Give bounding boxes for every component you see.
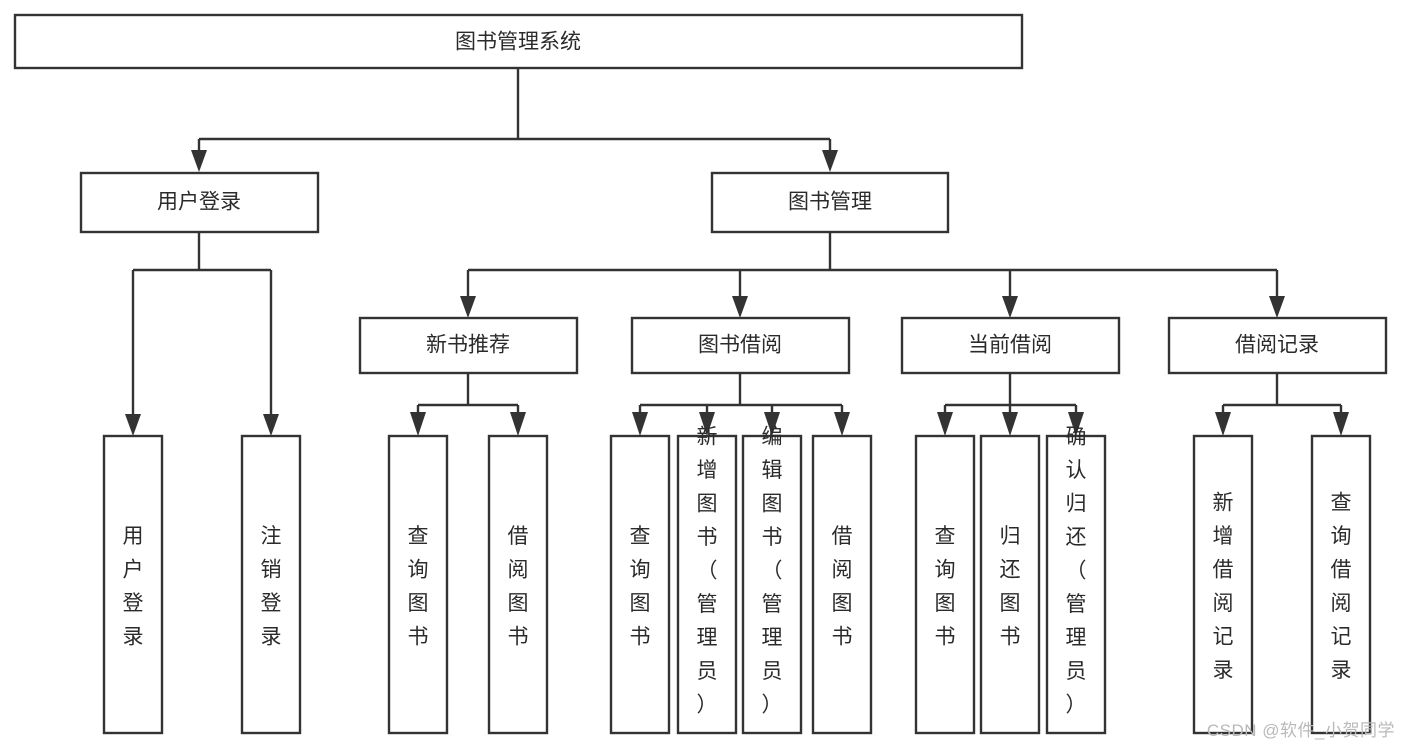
node-leaf-edit-book-label: 编辑图书（管理员） [762, 426, 783, 717]
node-new-book-rec-box[interactable] [358, 316, 579, 375]
node-leaf-query-book-1-label: 查询图书 [408, 525, 429, 649]
node-leaf-confirm-return-label: 确认归还（管理员） [1066, 426, 1087, 717]
node-leaf-add-book-box[interactable] [676, 434, 738, 735]
node-root-label: 图书管理系统 [455, 31, 581, 54]
node-book-manage-label: 图书管理 [788, 191, 872, 214]
csdn-watermark: CSDN @软件_小贺同学 [1206, 721, 1395, 740]
node-leaf-edit-book[interactable]: 编辑图书（管理员） [741, 426, 803, 735]
node-leaf-borrow-book-1-label: 借阅图书 [508, 525, 529, 649]
node-leaf-borrow-book-2[interactable]: 借阅图书 [811, 434, 873, 735]
node-leaf-query-book-1-box[interactable] [387, 434, 449, 735]
arrowhead-to-book-manage [822, 150, 838, 172]
arrowhead-to-borrow-record [1269, 296, 1285, 318]
arrowhead-to-new-book-rec [460, 296, 476, 318]
node-leaf-query-book-3-box[interactable] [914, 434, 976, 735]
arrowhead-to-current-borrow [1002, 296, 1018, 318]
connector-borrowrecord-bus [1221, 373, 1343, 427]
node-borrow-record[interactable]: 借阅记录 [1167, 316, 1388, 375]
node-book-borrow-label: 图书借阅 [698, 334, 782, 357]
node-root-box[interactable] [13, 13, 1024, 70]
node-leaf-borrow-book-1[interactable]: 借阅图书 [487, 434, 549, 735]
node-user-login-label: 用户登录 [157, 191, 241, 214]
node-leaf-query-book-3[interactable]: 查询图书 [914, 434, 976, 735]
node-leaf-query-book-2-label: 查询图书 [630, 525, 651, 649]
arrowhead-leaf-user-logout [263, 414, 279, 436]
node-borrow-record-label: 借阅记录 [1235, 334, 1319, 357]
connector-root-to-level1 [197, 68, 832, 163]
node-current-borrow-label: 当前借阅 [968, 334, 1052, 357]
node-leaf-confirm-return[interactable]: 确认归还（管理员） [1045, 426, 1107, 735]
node-leaf-borrow-book-2-label: 借阅图书 [832, 525, 853, 649]
node-user-login-box[interactable] [79, 171, 320, 234]
node-book-borrow-box[interactable] [630, 316, 851, 375]
node-leaf-borrow-book-1-box[interactable] [487, 434, 549, 735]
node-current-borrow-box[interactable] [900, 316, 1121, 375]
arrowhead-leaf-query-book-3 [937, 412, 953, 436]
node-new-book-rec-label: 新书推荐 [426, 334, 510, 357]
node-leaf-query-record[interactable]: 查询借阅记录 [1310, 434, 1372, 735]
arrowhead-leaf-query-book-1 [410, 412, 426, 436]
node-leaf-user-logout[interactable]: 注销登录 [240, 434, 302, 735]
node-borrow-record-box[interactable] [1167, 316, 1388, 375]
connector-newbookrec-bus [416, 373, 520, 427]
node-leaf-add-record-box[interactable] [1192, 434, 1254, 735]
arrowhead-leaf-edit-book [764, 412, 780, 436]
node-current-borrow[interactable]: 当前借阅 [900, 316, 1121, 375]
node-leaf-user-logout-label: 注销登录 [261, 525, 282, 649]
node-book-borrow[interactable]: 图书借阅 [630, 316, 851, 375]
arrowhead-leaf-query-record [1333, 412, 1349, 436]
node-leaf-query-book-2-box[interactable] [609, 434, 671, 735]
arrowhead-leaf-return-book [1002, 412, 1018, 436]
node-book-manage-box[interactable] [710, 171, 950, 234]
arrowhead-leaf-user-login [125, 414, 141, 436]
connector-bookmanage-bus [466, 232, 1279, 309]
node-leaf-return-book-box[interactable] [979, 434, 1041, 735]
node-leaf-user-login-box[interactable] [102, 434, 164, 735]
node-leaf-add-book[interactable]: 新增图书（管理员） [676, 426, 738, 735]
node-leaf-return-book-label: 归还图书 [1000, 525, 1021, 649]
arrowhead-leaf-add-record [1215, 412, 1231, 436]
node-leaf-query-book-1[interactable]: 查询图书 [387, 434, 449, 735]
node-leaf-query-book-3-label: 查询图书 [935, 525, 956, 649]
connector-userlogin-bus [131, 232, 273, 427]
arrowhead-leaf-query-book-2 [632, 412, 648, 436]
node-leaf-return-book[interactable]: 归还图书 [979, 434, 1041, 735]
node-leaf-query-book-2[interactable]: 查询图书 [609, 434, 671, 735]
node-leaf-borrow-book-2-box[interactable] [811, 434, 873, 735]
node-leaf-user-login[interactable]: 用户登录 [102, 434, 164, 735]
arrowhead-leaf-add-book [699, 412, 715, 436]
node-leaf-user-logout-box[interactable] [240, 434, 302, 735]
node-user-login[interactable]: 用户登录 [79, 171, 320, 234]
node-leaf-add-book-label: 新增图书（管理员） [697, 426, 718, 717]
node-leaf-query-record-box[interactable] [1310, 434, 1372, 735]
arrowhead-to-book-borrow [732, 296, 748, 318]
node-root[interactable]: 图书管理系统 [13, 13, 1024, 70]
node-leaf-confirm-return-box[interactable] [1045, 434, 1107, 735]
arrowhead-leaf-borrow-book-1 [510, 412, 526, 436]
arrowhead-leaf-confirm-return [1068, 412, 1084, 436]
node-leaf-edit-book-box[interactable] [741, 434, 803, 735]
node-leaf-user-login-label: 用户登录 [123, 525, 144, 649]
node-leaf-add-record-label: 新增借阅记录 [1213, 492, 1234, 682]
arrowhead-leaf-borrow-book-2 [834, 412, 850, 436]
connector-layer [125, 68, 1349, 436]
arrowhead-to-user-login [191, 150, 207, 172]
node-leaf-add-record[interactable]: 新增借阅记录 [1192, 434, 1254, 735]
connector-bookborrow-bus [638, 373, 844, 427]
node-book-manage[interactable]: 图书管理 [710, 171, 950, 234]
node-leaf-query-record-label: 查询借阅记录 [1331, 492, 1352, 682]
node-new-book-rec[interactable]: 新书推荐 [358, 316, 579, 375]
